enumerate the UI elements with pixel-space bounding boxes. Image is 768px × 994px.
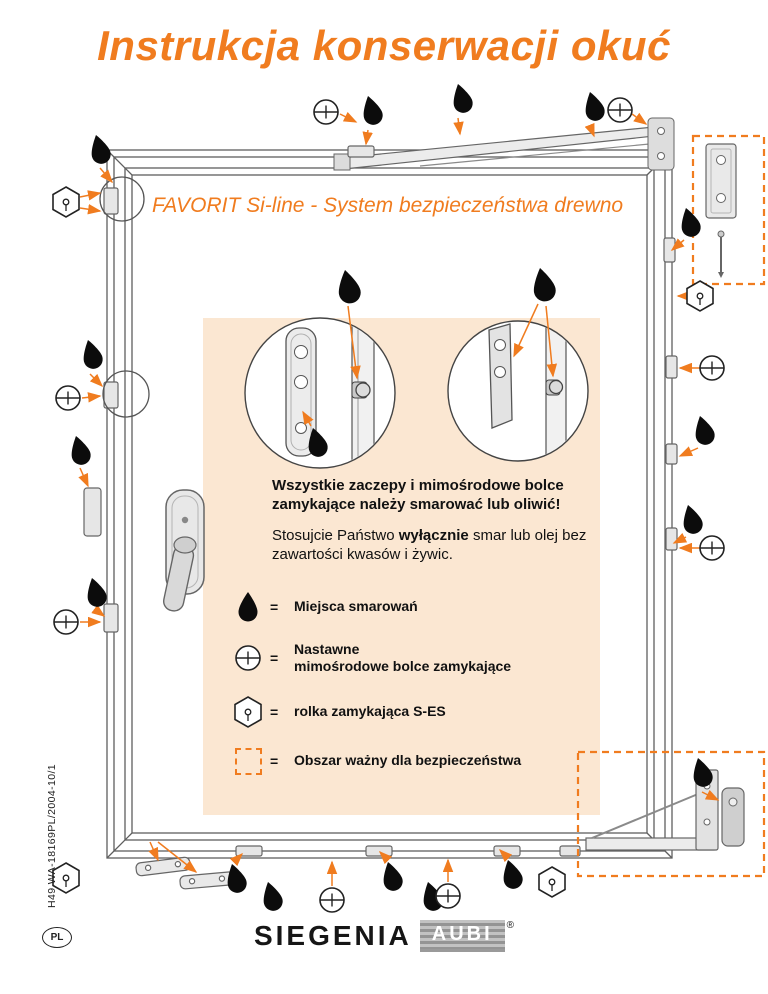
eccentric-bolt-icon — [699, 355, 725, 381]
safety-area-top-right — [691, 134, 766, 286]
eccentric-bolt-icon — [313, 99, 339, 125]
legend-label: Nastawne mimośrodowe bolce zamykające — [294, 641, 511, 676]
equals-sign: = — [270, 599, 279, 615]
legend-item-lubrication: = Miejsca smarowań — [226, 588, 586, 626]
droplet-icon — [529, 265, 558, 304]
droplet-icon — [690, 413, 717, 447]
equals-sign: = — [270, 650, 279, 666]
detail-view-left — [244, 317, 396, 469]
striker-plates — [135, 856, 235, 890]
legend-label: Obszar ważny dla bezpieczeństwa — [294, 752, 522, 769]
equals-sign: = — [270, 753, 279, 769]
legend-item-safety-area: = Obszar ważny dla bezpieczeństwa — [226, 744, 586, 778]
legend-label: rolka zamykająca S-ES — [294, 703, 446, 720]
locking-roller-icon — [538, 866, 566, 898]
usage-suffix: smar lub olej bez zawartości kwasów i ży… — [272, 527, 587, 563]
aubi-wordmark: AUBI — [419, 920, 505, 952]
legend-item-eccentric-bolt: = Nastawne mimośrodowe bolce zamykające — [226, 638, 586, 678]
droplet-icon — [86, 132, 113, 166]
equals-sign: = — [270, 704, 279, 720]
language-badge: PL — [42, 927, 72, 948]
droplet-icon — [678, 502, 705, 536]
usage-note: Stosujcie Państwo wyłącznie smar lub ole… — [272, 527, 594, 565]
safety-area-icon — [234, 747, 262, 775]
locking-roller-icon — [686, 280, 714, 312]
siegenia-aubi-logo: SIEGENIA AUBI ® — [0, 920, 768, 952]
droplet-icon — [676, 205, 703, 239]
legend-label-line2: mimośrodowe bolce zamykające — [294, 658, 512, 674]
locking-roller-icon — [52, 186, 80, 218]
droplet-icon — [448, 81, 475, 115]
eccentric-bolt-icon — [53, 609, 79, 635]
droplet-icon — [78, 337, 105, 371]
locking-roller-icon — [234, 696, 262, 728]
droplet-icon — [378, 859, 405, 893]
detail-view-right — [447, 320, 589, 462]
top-right-corner-hinge — [647, 117, 675, 171]
eccentric-bolt-icon — [435, 883, 461, 909]
lubrication-note: Wszystkie zaczepy i mimośrodowe bolce za… — [272, 477, 564, 513]
droplet-icon — [238, 592, 258, 622]
legend-item-locking-roller: = rolka zamykająca S-ES — [226, 694, 586, 730]
pointer-arrows — [78, 111, 720, 886]
registered-mark: ® — [506, 920, 515, 931]
tilt-stay-arm — [333, 125, 665, 171]
eccentric-bolt-icon — [235, 645, 261, 671]
legend-label-line1: Nastawne — [294, 640, 360, 657]
system-subtitle: FAVORIT Si-line - System bezpieczeństwa … — [152, 194, 624, 217]
usage-prefix: Stosujcie Państwo — [272, 527, 399, 544]
security-striker-assembly — [705, 143, 737, 278]
document-code: H49.WA-18169PL/2004-10/1 — [46, 763, 58, 908]
window-handle — [162, 489, 205, 612]
siegenia-wordmark: SIEGENIA — [253, 920, 412, 951]
page-title: Instrukcja konserwacji okuć — [97, 22, 671, 69]
eccentric-bolt-icon — [607, 97, 633, 123]
eccentric-bolt-icon — [699, 535, 725, 561]
eccentric-bolt-icon — [319, 887, 345, 913]
droplet-icon — [334, 267, 363, 306]
droplet-icon — [258, 879, 285, 913]
legend-label: Miejsca smarowań — [294, 598, 418, 615]
detail-ring — [102, 370, 150, 418]
droplet-icon — [580, 89, 607, 123]
usage-bold-word: wyłącznie — [398, 527, 469, 544]
droplet-icon — [66, 433, 93, 467]
droplet-icon — [498, 857, 525, 891]
safety-area-bottom-right — [576, 750, 766, 878]
eccentric-bolt-icon — [55, 385, 81, 411]
droplet-icon — [358, 93, 385, 127]
